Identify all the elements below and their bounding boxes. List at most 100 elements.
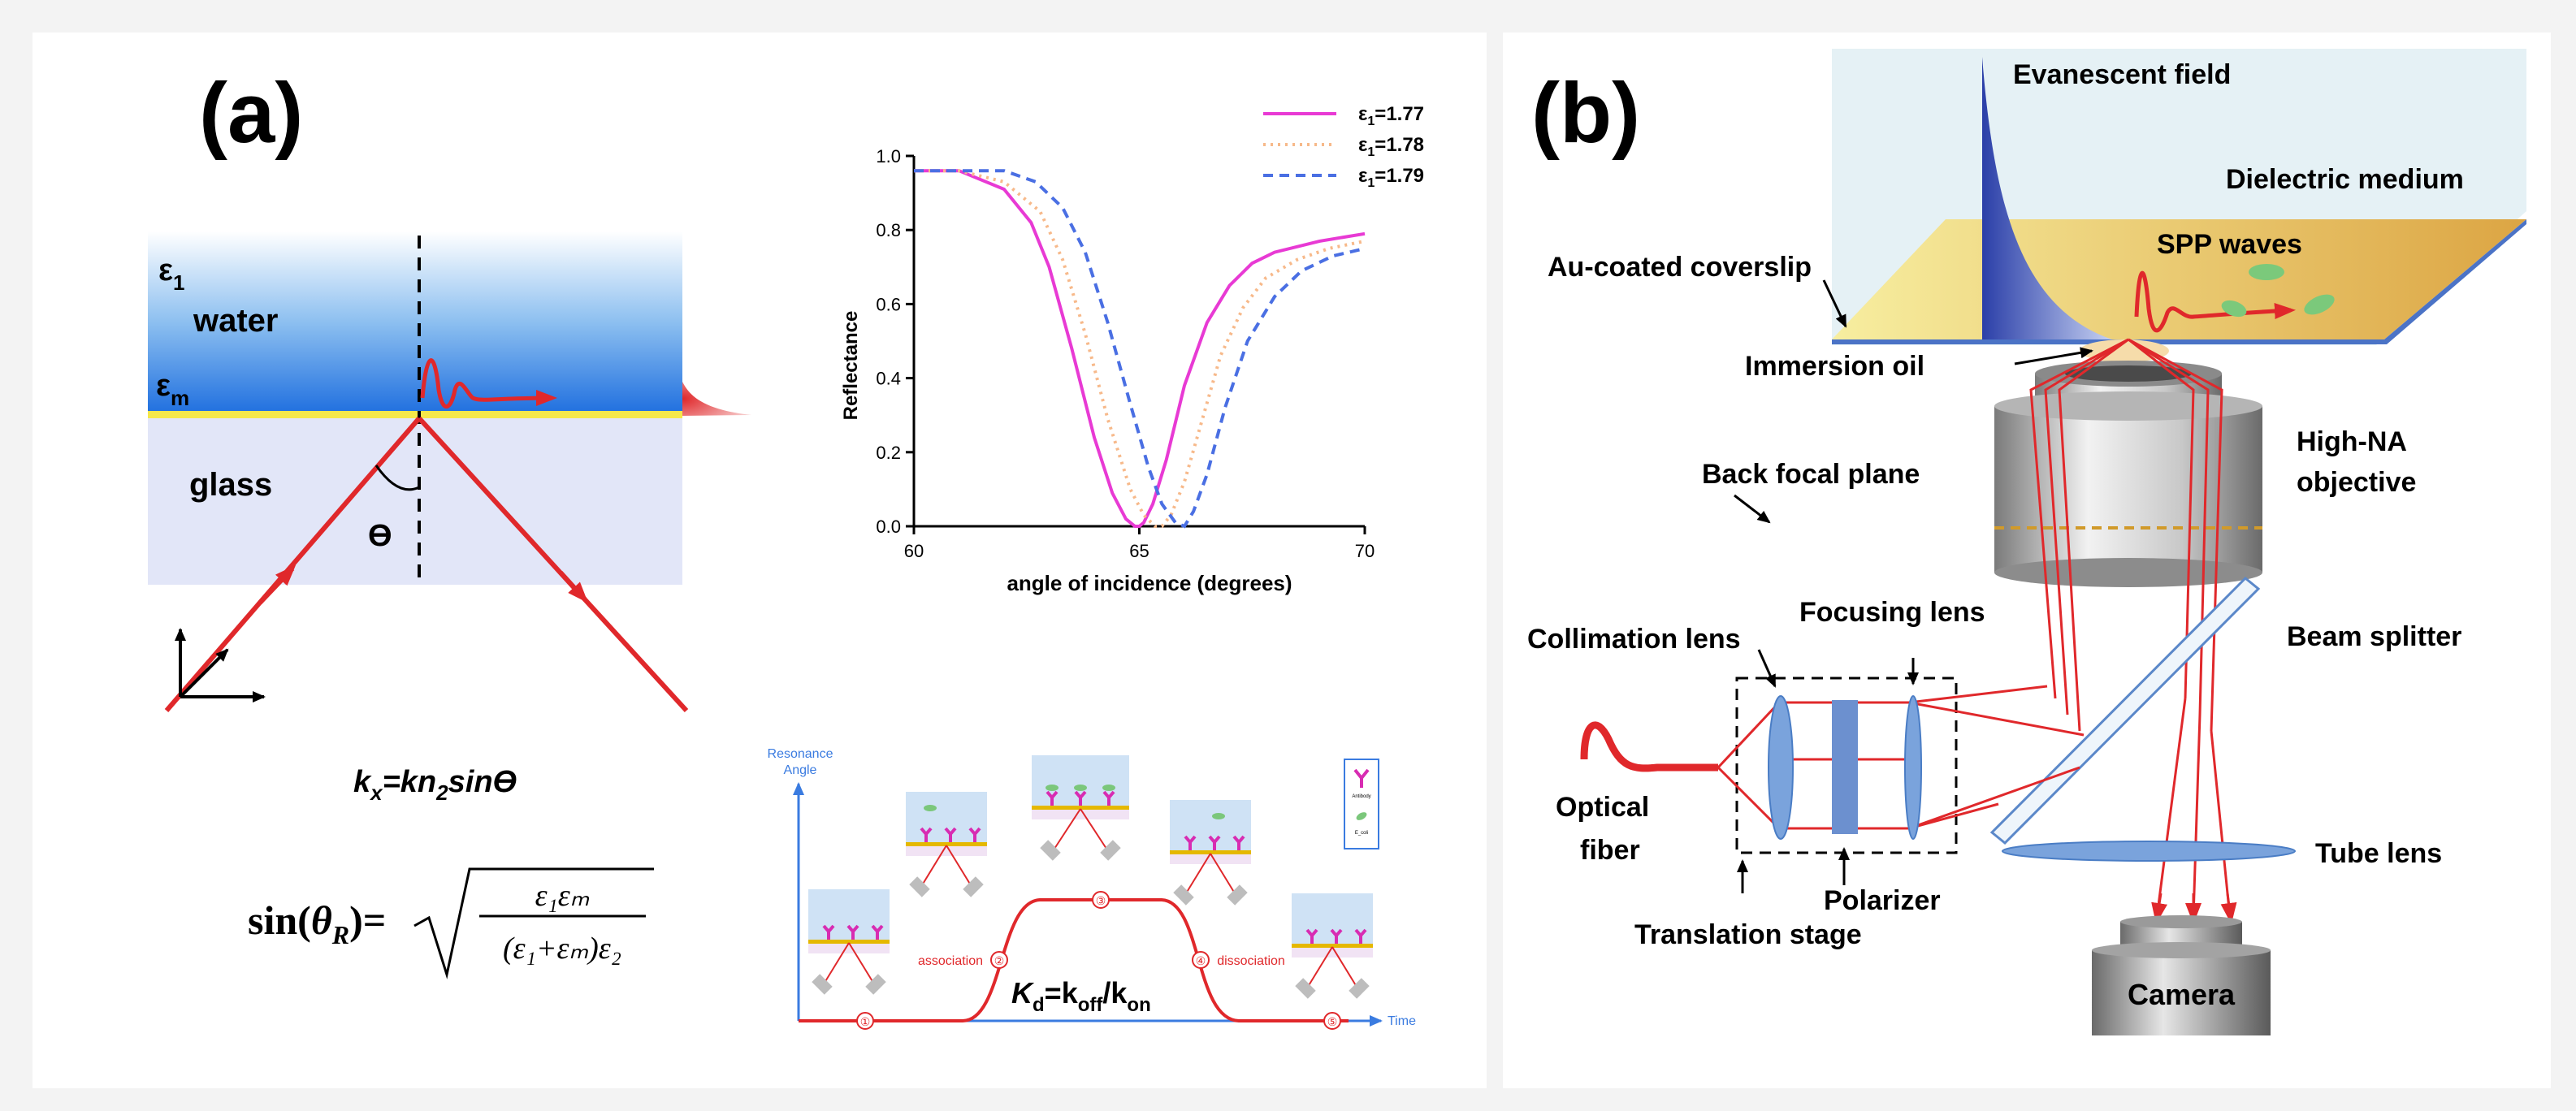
x-tick-label: 60 — [904, 541, 924, 561]
reflected-arrow — [558, 570, 589, 603]
glass-layer — [148, 414, 682, 585]
step-label-3: ③ — [1096, 894, 1106, 907]
surface-wave — [420, 358, 557, 409]
sensor-snapshot-5 — [1292, 893, 1373, 999]
reflectance-chart: Reflectance angle of incidence (degrees)… — [840, 103, 1424, 595]
optical-fiber-cable — [1580, 721, 1718, 772]
immersion-leader — [2014, 347, 2093, 365]
step-marker-5 — [1323, 1012, 1341, 1030]
evanescent-decay — [682, 382, 751, 416]
fraction-numerator: ε₁εₘ — [535, 879, 590, 913]
au-coverslip-label: Au-coated coverslip — [1548, 252, 1812, 283]
panel-b-label: (b) — [1531, 66, 1640, 161]
chart-x-axis-label: angle of incidence (degrees) — [1007, 571, 1292, 595]
beam-arrows — [2151, 893, 2237, 924]
fraction-denominator: (ε₁+εₘ)ε₂ — [503, 932, 621, 966]
kinetics-y-label-1: Resonance — [768, 747, 833, 761]
camera-label: Camera — [2128, 978, 2236, 1011]
y-tick-label: 1.0 — [876, 146, 901, 166]
evanescent-field-label: Evanescent field — [2013, 59, 2231, 90]
gold-film — [148, 411, 682, 418]
legend-label-2: ε1=1.78 — [1358, 134, 1424, 159]
collimation-lens-label: Collimation lens — [1527, 624, 1741, 655]
beam-splitter-plate — [1989, 576, 2261, 845]
camera-body — [2092, 950, 2271, 1035]
high-na-label-1: High-NA — [2297, 426, 2407, 457]
theta-arc — [374, 465, 420, 491]
antigen-legend-text: E_coli — [1355, 831, 1368, 836]
resonance-equation: sin(θR)= ε₁εₘ (ε₁+εₘ)ε₂ — [248, 867, 654, 979]
step-marker-1 — [856, 1012, 874, 1030]
step-marker-3 — [1092, 891, 1110, 909]
camera-body-top — [2092, 942, 2271, 958]
objective-bottom — [1994, 558, 2262, 587]
sensor-snapshot-2 — [906, 792, 987, 897]
chart-y-axis-label: Reflectance — [840, 311, 862, 421]
spp-wave — [2134, 270, 2296, 333]
reflected-ray — [417, 416, 689, 713]
polarizer-label: Polarizer — [1824, 885, 1941, 916]
y-tick-label: 0.0 — [876, 517, 901, 537]
tube-lens-shape — [2002, 841, 2296, 862]
step-label-1: ① — [860, 1015, 871, 1028]
sensor-snapshot-4 — [1170, 800, 1251, 906]
binding-kinetics-diagram: Resonance Angle Time ① ② ③ ④ ⑤ associati… — [768, 747, 1416, 1030]
water-layer — [148, 231, 682, 414]
antigen-legend-icon — [1356, 812, 1367, 820]
prism-diagram: ε1 water εm glass ϴ — [148, 231, 751, 713]
optical-fiber-label-1: Optical — [1556, 792, 1649, 823]
step-label-2: ② — [994, 954, 1005, 967]
y-tick-label: 0.4 — [876, 369, 901, 389]
evanescent-field-shape — [1982, 57, 2112, 339]
series-line-1 — [914, 169, 1366, 528]
axis-z-arrow — [179, 648, 229, 698]
bacterium-3 — [2221, 300, 2247, 318]
kinetics-x-label: Time — [1388, 1014, 1416, 1028]
focusing-lens-shape — [1904, 695, 1922, 840]
translation-stage-label: Translation stage — [1634, 919, 1862, 950]
polarizer-shape — [1832, 700, 1858, 834]
camera-mount-top — [2120, 915, 2242, 928]
glass-label: glass — [189, 467, 272, 503]
dissociation-label: dissociation — [1217, 954, 1285, 968]
antibody-legend-text: Antibody — [1352, 794, 1370, 799]
y-tick-label: 0.6 — [876, 294, 901, 314]
kinetics-y-label-2: Angle — [784, 763, 817, 777]
focusing-lens-label: Focusing lens — [1799, 597, 1985, 628]
spp-waves-label: SPP waves — [2157, 229, 2302, 260]
kd-equation: Kd=koff/kon — [1011, 976, 1151, 1016]
step-marker-4 — [1192, 951, 1210, 969]
legend-label-1: ε1=1.77 — [1358, 103, 1424, 128]
y-tick-label: 0.8 — [876, 220, 901, 240]
water-label: water — [193, 303, 279, 339]
beam-splitter-label: Beam splitter — [2287, 621, 2461, 652]
back-focal-leader — [1734, 494, 1771, 524]
immersion-oil-label: Immersion oil — [1745, 351, 1924, 382]
bacterium-1 — [2249, 264, 2284, 280]
collimation-leader — [1757, 649, 1777, 688]
sin-lhs: sin(θR)= — [248, 897, 386, 949]
sensor-snapshot-3 — [1032, 755, 1129, 861]
step-marker-2 — [990, 951, 1008, 969]
kx-equation: kx=kn2sinϴ — [353, 765, 517, 805]
eps1-label: ε1 — [158, 253, 185, 295]
high-na-label-2: objective — [2297, 467, 2416, 498]
objective-aperture — [2065, 365, 2192, 382]
incident-arrow — [258, 564, 297, 605]
optical-fiber-label-2: fiber — [1580, 835, 1640, 866]
sqrt-sign — [413, 867, 654, 979]
translation-stage-box — [1735, 677, 1958, 854]
x-tick-label: 70 — [1355, 541, 1375, 561]
coverslip-leader — [1822, 279, 1847, 328]
theta-label: ϴ — [368, 519, 392, 553]
epsm-label: εm — [156, 369, 189, 410]
chart-series-group — [914, 169, 1366, 529]
back-focal-plane-label: Back focal plane — [1702, 459, 1920, 490]
legend-label-3: ε1=1.79 — [1358, 165, 1424, 190]
step-label-4: ④ — [1196, 954, 1206, 967]
association-label: association — [918, 954, 983, 968]
y-tick-label: 0.2 — [876, 443, 901, 463]
antibody-legend-icon — [1353, 768, 1370, 788]
spr-microscope-diagram: Evanescent field Dielectric medium Au-co… — [1527, 49, 2526, 1035]
